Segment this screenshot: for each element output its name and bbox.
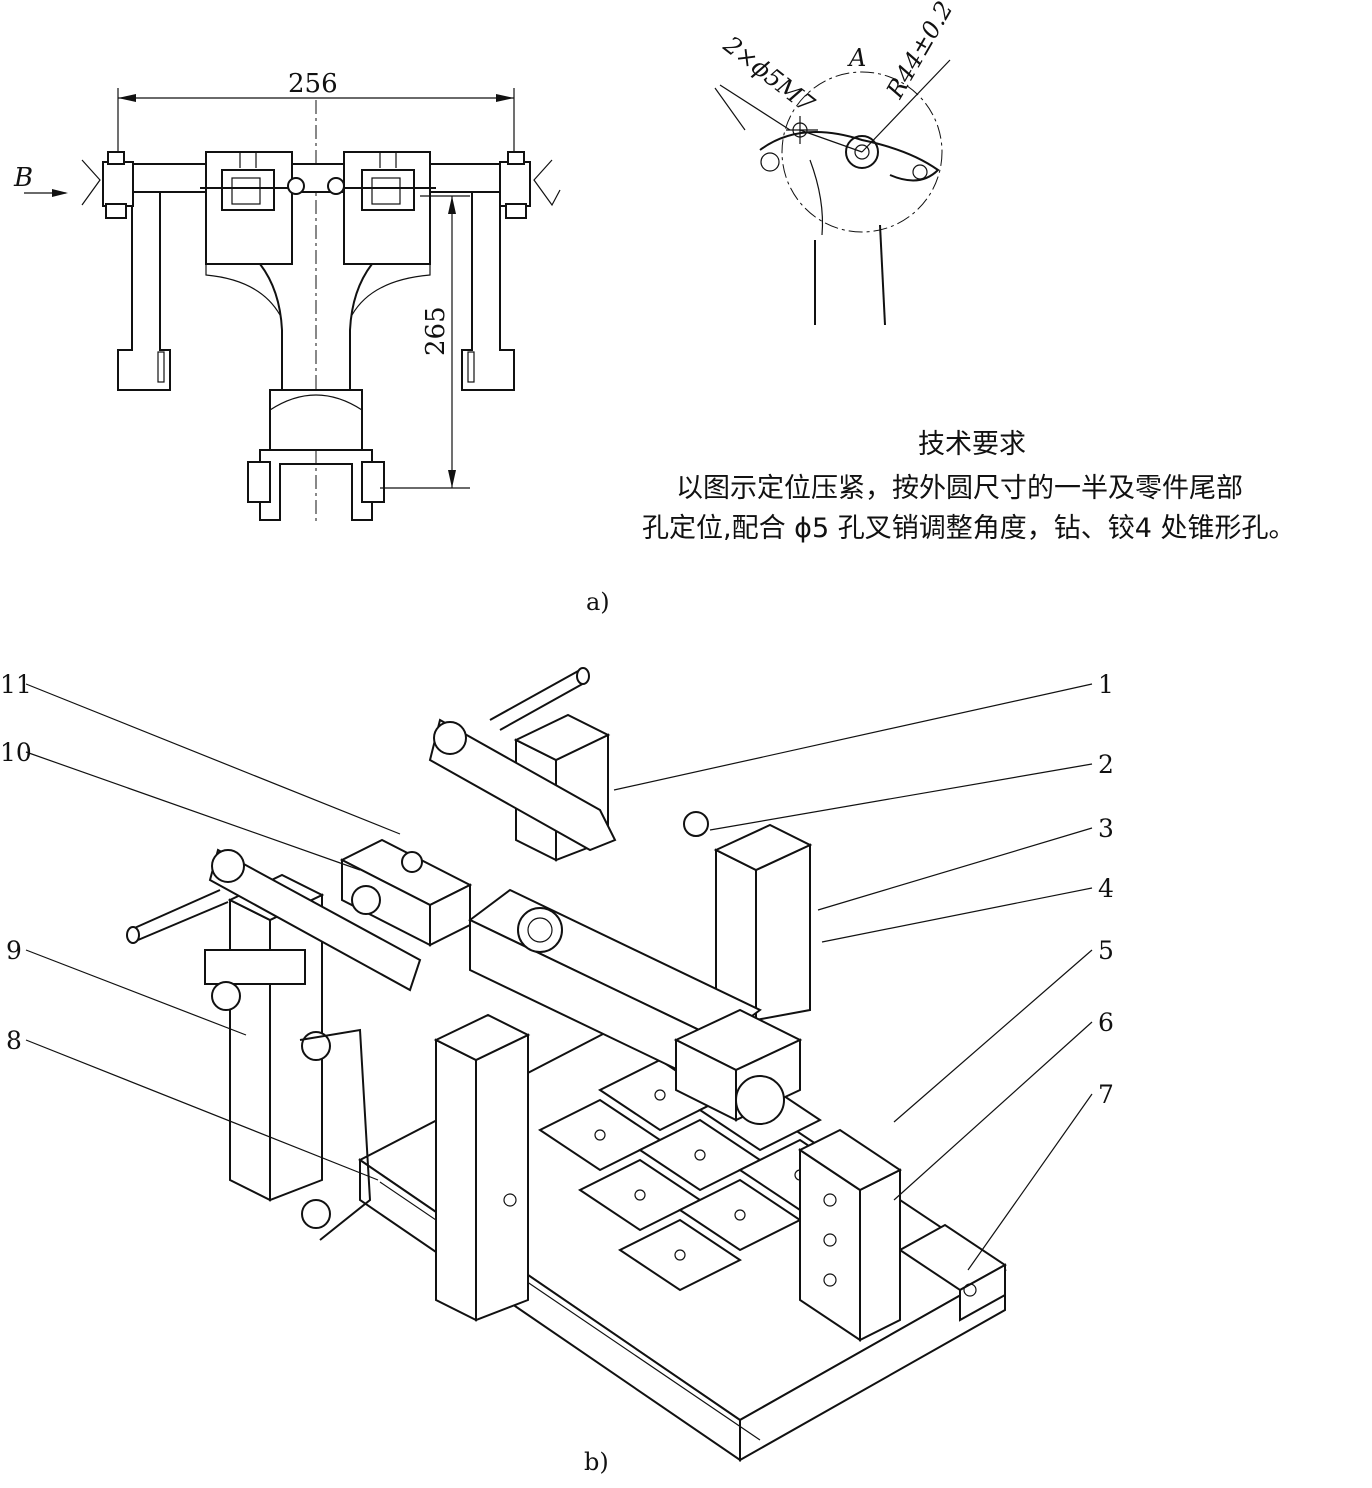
detail-a [714,59,951,326]
callout-8: 8 [6,1026,22,1055]
callout-7: 7 [1098,1080,1114,1109]
caption-a: a) [586,588,610,616]
caption-b: b) [584,1448,609,1476]
tech-requirements-line-1: 以图示定位压紧，按外圆尺寸的一半及零件尾部 [676,473,1243,504]
view-arrow-b-label: B [13,163,33,193]
callout-2: 2 [1098,750,1114,779]
callout-11: 11 [0,670,32,699]
callout-5: 5 [1098,936,1114,965]
callout-9: 9 [6,936,22,965]
tech-requirements-title: 技术要求 [918,429,1026,460]
dim-width-label: 256 [288,69,338,99]
isometric-view [25,667,1093,1462]
hole-callout: 2×ϕ5M7 [718,30,821,119]
tech-requirements-line-2: 孔定位,配合 ϕ5 孔叉销调整角度，钻、铰4 处锥形孔。 [642,513,1296,544]
callout-1: 1 [1098,670,1114,699]
dim-height-label: 265 [421,306,451,356]
callout-10: 10 [0,738,32,767]
callout-4: 4 [1098,874,1114,903]
radius-callout: R44±0.2 [880,0,958,104]
callout-6: 6 [1098,1008,1114,1037]
callout-3: 3 [1098,814,1114,843]
front-view [24,88,561,525]
detail-a-label: A [847,44,866,72]
